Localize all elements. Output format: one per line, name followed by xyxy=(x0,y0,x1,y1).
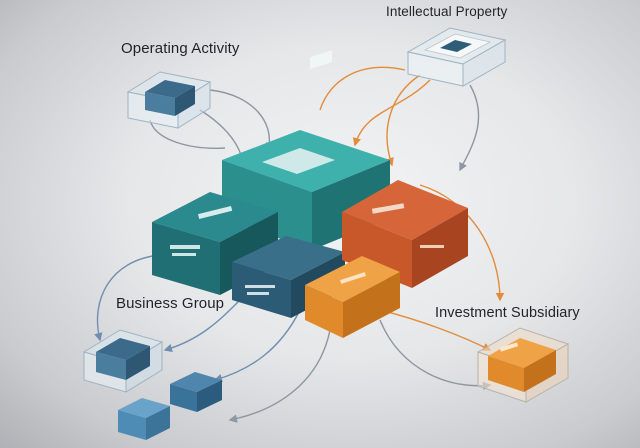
arrow-ip-to-subsidiary xyxy=(459,84,480,172)
arrow-rust-to-investment xyxy=(419,184,505,302)
arrow-ip-to-core xyxy=(385,74,421,167)
arrow-ip-to-core-2 xyxy=(352,79,431,147)
arrow-blue-to-business xyxy=(163,299,241,353)
arrow-teal-to-business xyxy=(94,254,161,342)
investment-subsidiary-box xyxy=(476,327,570,403)
label-operating-activity: Operating Activity xyxy=(121,40,240,57)
core-teal-box xyxy=(222,50,390,250)
label-business-group: Business Group xyxy=(116,295,225,312)
label-investment-subsidiary: Investment Subsidiary xyxy=(435,305,580,321)
orange-box xyxy=(305,256,400,338)
intellectual-property-box xyxy=(406,27,507,87)
business-group-box xyxy=(82,329,164,393)
small-blue-box-2 xyxy=(118,398,170,440)
arrow-orange-to-investment xyxy=(379,309,492,351)
rust-box xyxy=(342,180,468,288)
arrow-orange-to-small xyxy=(228,329,331,423)
small-blue-box-1 xyxy=(170,372,222,412)
connector-arrows xyxy=(94,66,505,423)
arrow-operating-to-core xyxy=(209,89,274,152)
arrow-blue-to-small xyxy=(213,309,301,383)
arrow-ip-loop xyxy=(319,66,406,111)
arrow-operating-loop xyxy=(149,119,226,149)
operating-activity-box xyxy=(126,71,212,129)
arrow-orange-to-investment-2 xyxy=(379,319,492,391)
label-intellectual-property: Intellectual Property xyxy=(386,4,508,19)
